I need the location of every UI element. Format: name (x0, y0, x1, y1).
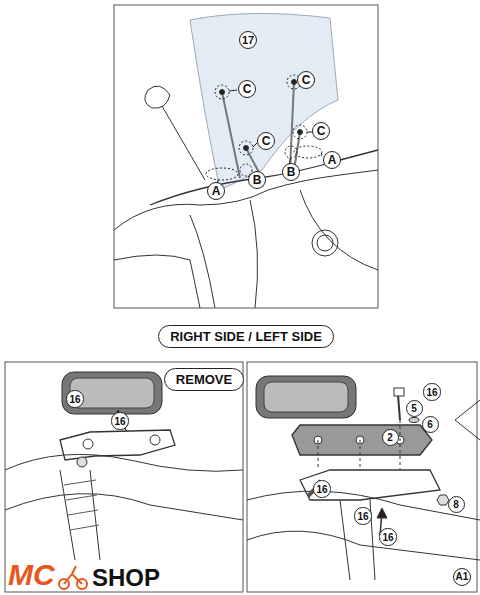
callout-circle: C (238, 80, 256, 98)
callout-number: A (328, 153, 337, 167)
label-box: REMOVE (164, 368, 244, 391)
callout-number: 16 (382, 532, 393, 543)
mirror (145, 86, 170, 108)
callout-number: 16 (357, 511, 368, 522)
callout-circle: 16 (111, 412, 128, 429)
callout-number: C (262, 134, 271, 148)
callout-number: 16 (114, 416, 125, 427)
watermark: MC (8, 560, 55, 590)
callout-circle: 2 (382, 429, 399, 446)
callout-circle: B (282, 163, 300, 181)
ignition (317, 235, 333, 251)
logo-icon (59, 566, 87, 589)
callout-number: B (287, 165, 296, 179)
body-line (114, 170, 378, 230)
handlebar (150, 150, 378, 205)
body-line (250, 200, 258, 308)
windshield (190, 13, 338, 190)
box-label: REMOVE (176, 372, 232, 387)
callout-circle: 16 (354, 507, 371, 524)
callout-circle: 16 (313, 480, 330, 497)
callout-number: 16 (69, 394, 80, 405)
callout-circle: 5 (406, 400, 423, 417)
body-line (300, 190, 378, 270)
callout-circle: A1 (453, 568, 472, 587)
callout-circle: 16 (379, 528, 396, 545)
ignition (312, 230, 338, 256)
callout-number: C (243, 82, 252, 96)
callout-number: 16 (316, 484, 327, 495)
callout-number: 17 (242, 34, 254, 46)
watermark: SHOP (92, 566, 160, 590)
callout-circle: 16 (423, 383, 440, 400)
callout-number: B (253, 173, 262, 187)
callout-number: 2 (387, 432, 393, 443)
callout-number: C (317, 124, 326, 138)
callout-number: 6 (427, 419, 433, 430)
body-line (190, 215, 215, 308)
callout-circle: 8 (448, 496, 465, 513)
mirror-stem (162, 106, 205, 180)
callout-circle: 6 (422, 416, 439, 433)
callout-number: A1 (456, 571, 469, 582)
callout-number: C (302, 73, 311, 87)
callout-number: 5 (411, 403, 417, 414)
callout-circle: C (297, 71, 315, 89)
callout-number: 8 (453, 499, 459, 510)
body-line (114, 255, 200, 308)
callout-circle: C (312, 122, 330, 140)
callout-number: 16 (426, 387, 437, 398)
panel-frame (114, 5, 378, 308)
callout-circle: A (207, 182, 225, 200)
callout-number: A (212, 184, 221, 198)
callout-circle: A (323, 151, 341, 169)
callout-circle: B (248, 171, 266, 189)
callout-circle: 16 (66, 390, 83, 407)
label-box: RIGHT SIDE / LEFT SIDE (158, 325, 334, 348)
callout-circle: C (257, 132, 275, 150)
box-label: RIGHT SIDE / LEFT SIDE (170, 329, 322, 344)
